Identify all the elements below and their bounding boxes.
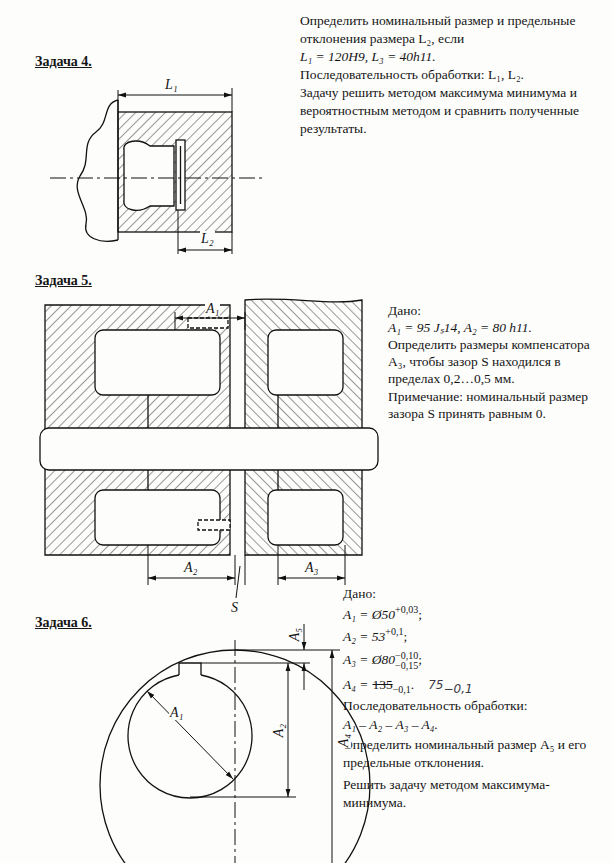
extension-line [245,555,246,585]
extension-line [148,545,149,585]
text-row: A₃ = Ø80−0,10−0,15; [343,651,422,671]
bore-cavity [124,141,174,210]
punctuation: ; [403,629,407,644]
dimension-line [178,250,232,251]
tolerance: +0,1 [385,626,403,637]
task-text: Дано: [343,586,376,601]
handwritten-value: 75 [428,678,443,692]
extension-line [235,650,340,651]
extension-line [175,312,176,330]
hatched-section [118,112,232,232]
tolerance-stack: −0,10−0,15 [395,651,418,671]
cavity [95,490,220,545]
dimension-label: A₁ [169,705,184,720]
dimension-label: S [230,600,239,615]
text-row: A₁ = Ø50+0,03; [343,606,422,625]
task-heading: Задача 5. [35,272,92,290]
punctuation: . [411,677,414,692]
dimension-line [148,578,235,579]
dimensions-6 [147,624,340,863]
dimension-line [278,578,345,579]
cavity [268,490,343,545]
dimensions-4 [50,88,262,254]
text-row: A₂ = 53+0,1; [343,628,407,647]
dimension-label: A₂ [271,723,286,738]
extension-line [232,232,233,254]
handwritten-tolerance: −0,1 [443,682,472,696]
task-text: Последовательность обработки: [343,697,605,715]
task-heading: Задача 4. [35,53,92,71]
punctuation: ; [418,652,422,667]
extension-line [245,312,246,330]
key-slot [198,520,230,530]
task-text: L₁ = 120H9, L₃ = 40h11. [300,48,605,66]
hatched-housing [245,299,362,555]
dimension-label: A₁ [205,301,220,316]
dimension-line [288,663,289,797]
task-text: Задачу решить методом максимума минимума… [300,84,605,138]
dimension-label: A₅ [287,627,302,642]
lower-tolerance: −0,15 [395,661,418,671]
slot [176,140,185,210]
task-text: A₁ – A₂ – A₃ – A₄. [343,716,605,734]
dimension-label: L₁ [164,77,179,92]
bore [128,675,252,798]
task-text: Решить задачу методом максимума-минимума… [343,776,605,812]
extension-line [232,88,233,112]
dimension-line [304,624,305,650]
text-row: A₄ =135−0,1.75−0,1 [343,676,473,695]
dimension-line [304,663,305,690]
cavity [268,330,343,395]
struck-value: 135 [372,677,392,692]
task-text: Последовательность обработки: L₁, L₂. [300,66,605,84]
extension-line [190,797,296,798]
task-text: Определить номинальный размер и предельн… [300,12,605,48]
extension-line [345,545,346,585]
dimension-line [175,318,245,319]
task-text: Определить номинальный размер A₅ и его п… [343,736,605,772]
task-text: A₁ = 95 Jₛ14, A₂ = 80 h11. [388,319,606,336]
cavity [95,330,220,395]
text-row: Дано: [343,585,376,603]
leader-line [236,566,240,598]
dimension-line [332,650,333,863]
tolerance: −0,1 [393,684,411,695]
dimension-label: A₃ [304,560,319,575]
part-section-4 [77,100,232,241]
given-value: A₄ = [343,677,368,692]
dimension-line [147,691,233,779]
extension-line [235,555,236,585]
punctuation: ; [418,607,422,622]
extension-line [118,90,119,112]
center-line [50,178,262,179]
upper-tolerance: −0,10 [395,651,418,661]
break-line [77,100,118,241]
given-value: A₁ = Ø50 [343,607,395,622]
given-value: A₂ = 53 [343,629,385,644]
dimension-label: L₂ [200,231,215,246]
dimension-label: A₂ [183,560,198,575]
task-heading: Задача 6. [35,614,92,632]
given-value: A₃ = Ø80 [343,652,395,667]
keyway [179,663,201,675]
dimension-label: A₄ [336,733,351,748]
dimensions-5 [148,312,345,598]
extension-line [201,663,310,664]
tolerance: +0,03 [395,604,418,615]
dimension-line [118,95,232,96]
slot-line [180,146,181,204]
extension-line [178,210,179,254]
task-text: Дано: [388,302,421,319]
task-text: Определить размеры компенсатора A₃, чтоб… [388,336,606,387]
key-slot [188,318,228,328]
assembly-section-5 [40,299,378,555]
extension-line [278,545,279,585]
center-line [235,640,236,863]
shaft [40,428,378,470]
task-text: Примечание: номинальный размер зазора S … [388,388,606,422]
